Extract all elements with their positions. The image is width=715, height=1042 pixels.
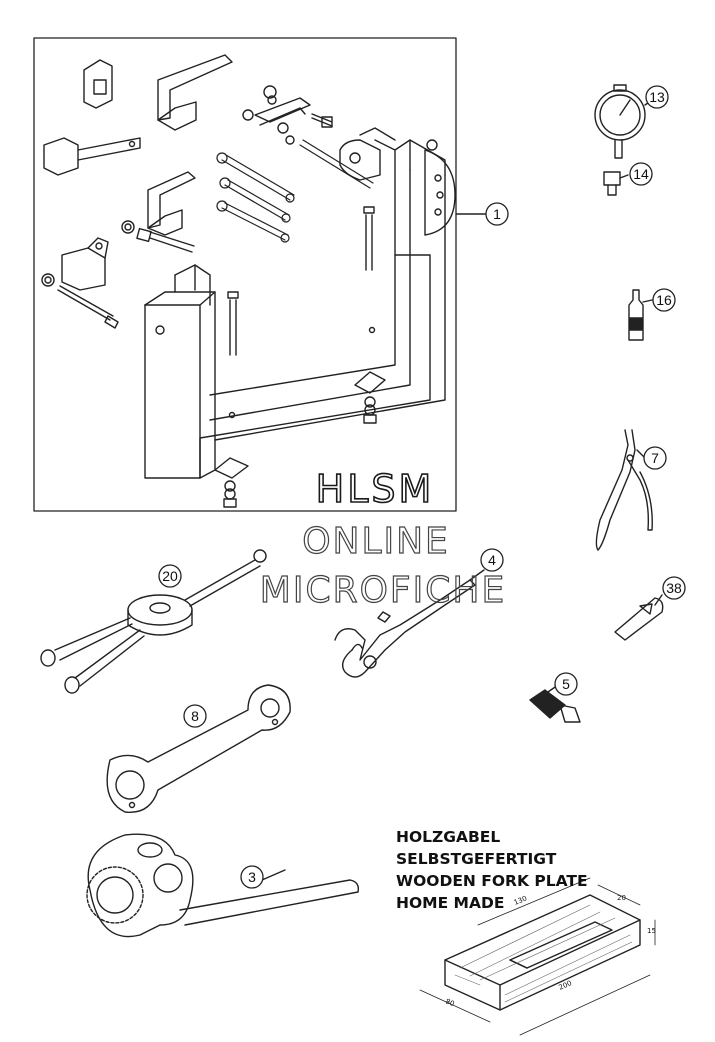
callout-1-circle — [485, 202, 509, 226]
clutch-holder-plate — [86, 833, 360, 938]
callout-13: 13 — [649, 89, 665, 105]
wooden-fork-plate — [419, 877, 656, 1036]
threaded-rods — [216, 139, 374, 243]
callout-5-circle — [554, 672, 578, 696]
gauge-adapter — [603, 171, 629, 196]
dim-200: 200 — [558, 979, 573, 992]
kit-frame — [33, 37, 457, 512]
long-bolts — [57, 206, 375, 356]
brackets — [41, 54, 233, 291]
dial-gauge — [594, 84, 653, 159]
callout-7: 7 — [651, 450, 659, 466]
dim-20: 20 — [617, 894, 626, 902]
note-line-1: HOLZGABEL — [396, 828, 501, 846]
callout-8: 8 — [191, 708, 199, 724]
callout-16-circle — [652, 288, 676, 312]
wooden-fork-note: HOLZGABEL SELBSTGEFERTIGT WOODEN FORK PL… — [396, 826, 588, 914]
note-line-3: WOODEN FORK PLATE — [396, 872, 588, 890]
clutch-holder — [40, 549, 267, 694]
callout-8-circle — [183, 704, 207, 728]
callout-20: 20 — [162, 568, 178, 584]
dim-15: 15 — [647, 927, 656, 935]
callout-4-circle — [480, 548, 504, 572]
callout-3-circle — [240, 865, 264, 889]
callout-1: 1 — [493, 206, 501, 222]
dim-80: 80 — [444, 997, 455, 1008]
circlip-pliers — [595, 429, 653, 551]
callout-38: 38 — [666, 580, 682, 596]
callout-3: 3 — [248, 869, 256, 885]
fork-stand — [144, 127, 456, 479]
callout-20-circle — [158, 564, 182, 588]
callout-13-circle — [645, 85, 669, 109]
watermark-line3: MICROFICHE — [260, 570, 506, 611]
small-hardware — [214, 85, 386, 508]
callout-14-circle — [629, 162, 653, 186]
note-line-4: HOME MADE — [396, 894, 505, 912]
hook-wrench — [334, 569, 485, 678]
thread-locker-bottle — [628, 289, 653, 341]
callout-4: 4 — [488, 552, 496, 568]
gauge-plate — [614, 594, 664, 641]
note-line-2: SELBSTGEFERTIGT — [396, 850, 557, 868]
callout-38-circle — [662, 576, 686, 600]
watermark: HLSM ONLINE MICROFICHE — [259, 466, 506, 611]
callout-7-circle — [643, 446, 667, 470]
callout-14: 14 — [633, 166, 649, 182]
spanner-wrench — [106, 684, 291, 814]
watermark-line2: ONLINE — [302, 521, 450, 562]
watermark-line1: HLSM — [316, 467, 435, 511]
callout-5: 5 — [562, 676, 570, 692]
callout-16: 16 — [656, 292, 672, 308]
